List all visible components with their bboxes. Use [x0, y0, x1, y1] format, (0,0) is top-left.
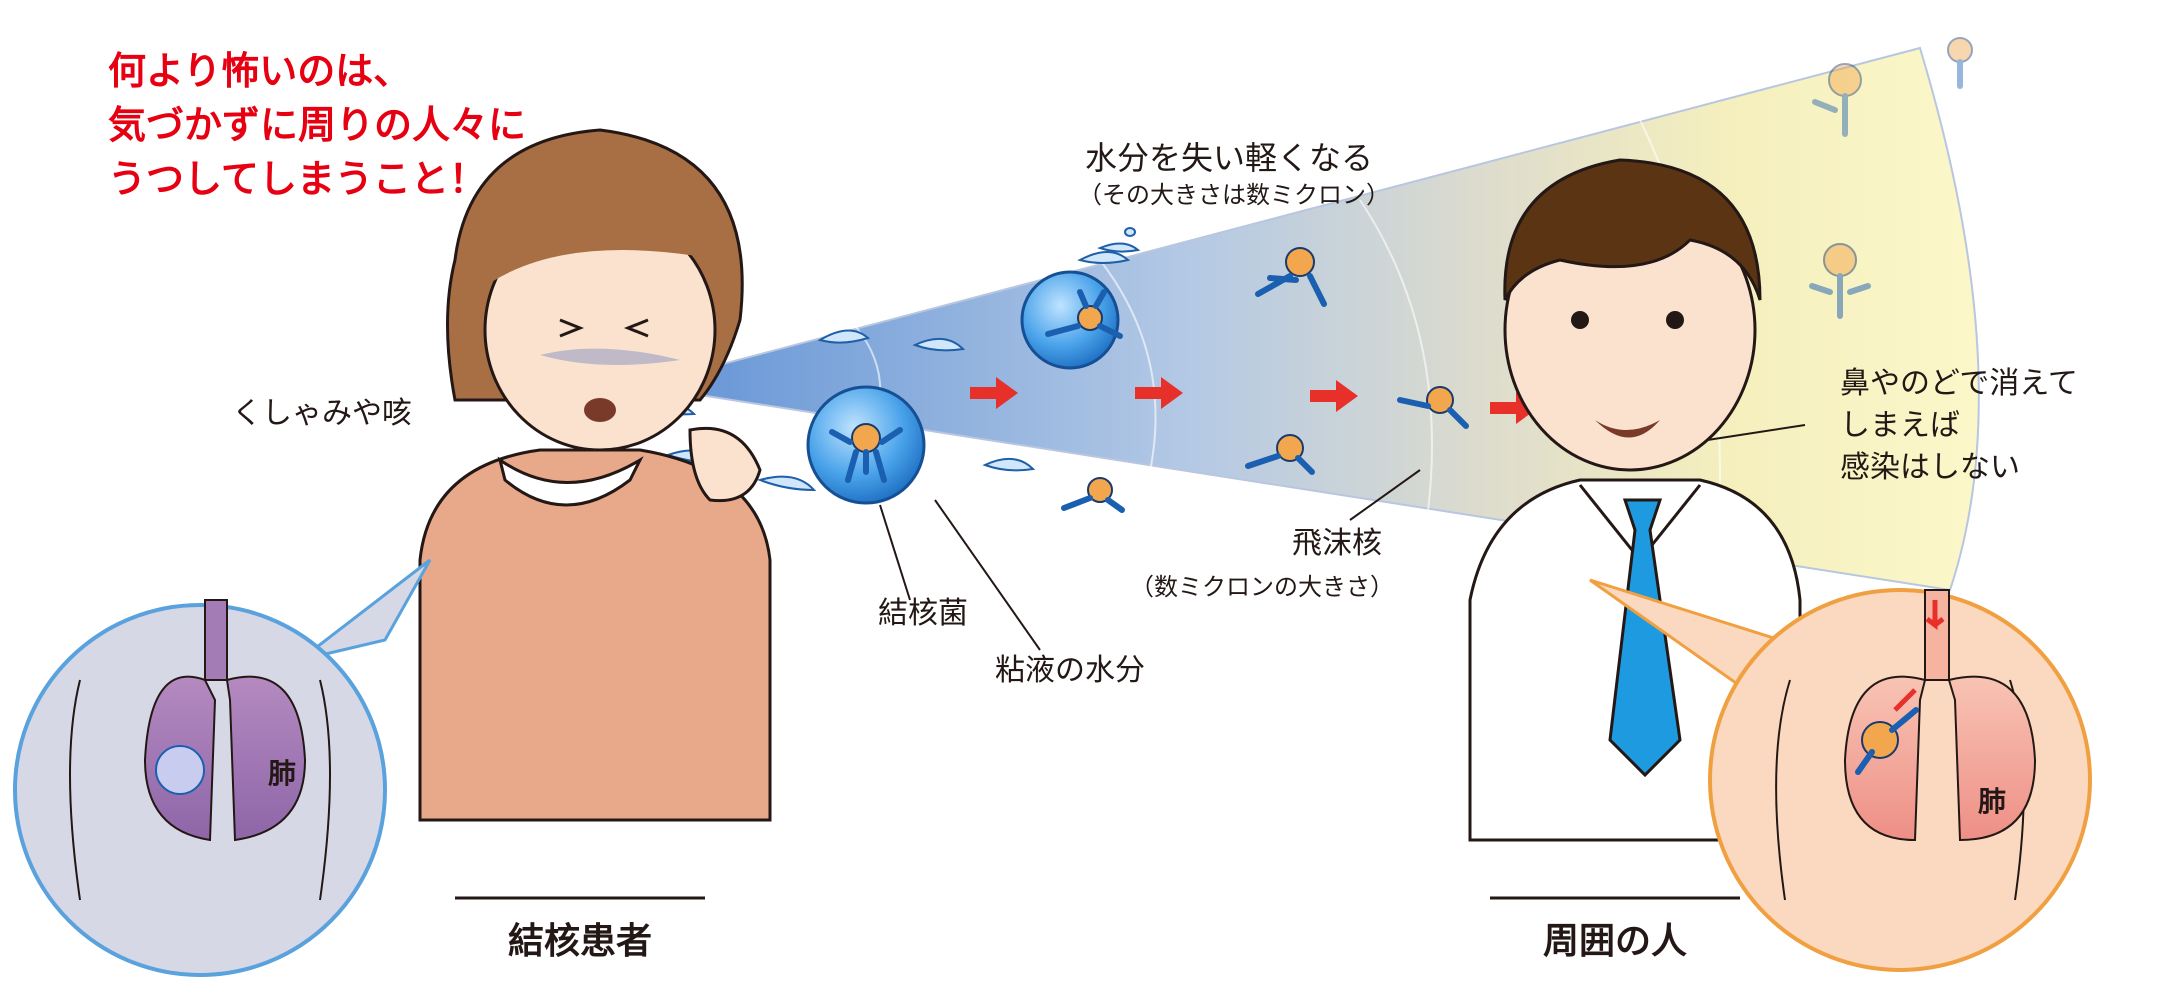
bystander-caption: 周囲の人: [1542, 921, 1687, 962]
no-infection-line-1: 鼻やのどで消えて: [1840, 366, 2078, 401]
droplet-nucleus-sublabel: （数ミクロンの大きさ）: [1130, 573, 1394, 601]
patient-figure: [418, 128, 772, 822]
bacteria-bubble-large: [806, 385, 926, 505]
warning-line-1: 何より怖いのは、: [108, 49, 412, 93]
bystander-figure: [1468, 158, 1802, 842]
bacteria-label: 結核菌: [878, 596, 968, 631]
no-infection-line-3: 感染はしない: [1840, 450, 2020, 485]
bystander-lung-label: 肺: [1978, 785, 2007, 818]
warning-text: 何より怖いのは、 気づかずに周りの人々に うつしてしまうこと！: [108, 44, 526, 206]
sneeze-label: くしゃみや咳: [232, 396, 412, 431]
bacteria-bubble-small: [1020, 270, 1123, 370]
droplet-nucleus-label: 飛沫核: [1292, 526, 1382, 561]
floating-germs: [1061, 37, 1973, 513]
patient-lung-inset: [13, 558, 432, 977]
bystander-lung-inset: [1589, 578, 2092, 972]
dehydrate-label: 水分を失い軽くなる: [1085, 139, 1374, 177]
patient-lung-label: 肺: [268, 757, 297, 790]
mucus-label: 粘液の水分: [995, 653, 1145, 688]
warning-line-3: うつしてしまうこと！: [108, 157, 487, 201]
patient-caption: 結核患者: [507, 921, 652, 962]
no-infection-line-2: しまえば: [1840, 408, 1960, 443]
warning-line-2: 気づかずに周りの人々に: [108, 103, 527, 147]
dehydrate-sublabel: （その大きさは数ミクロン）: [1078, 181, 1390, 209]
